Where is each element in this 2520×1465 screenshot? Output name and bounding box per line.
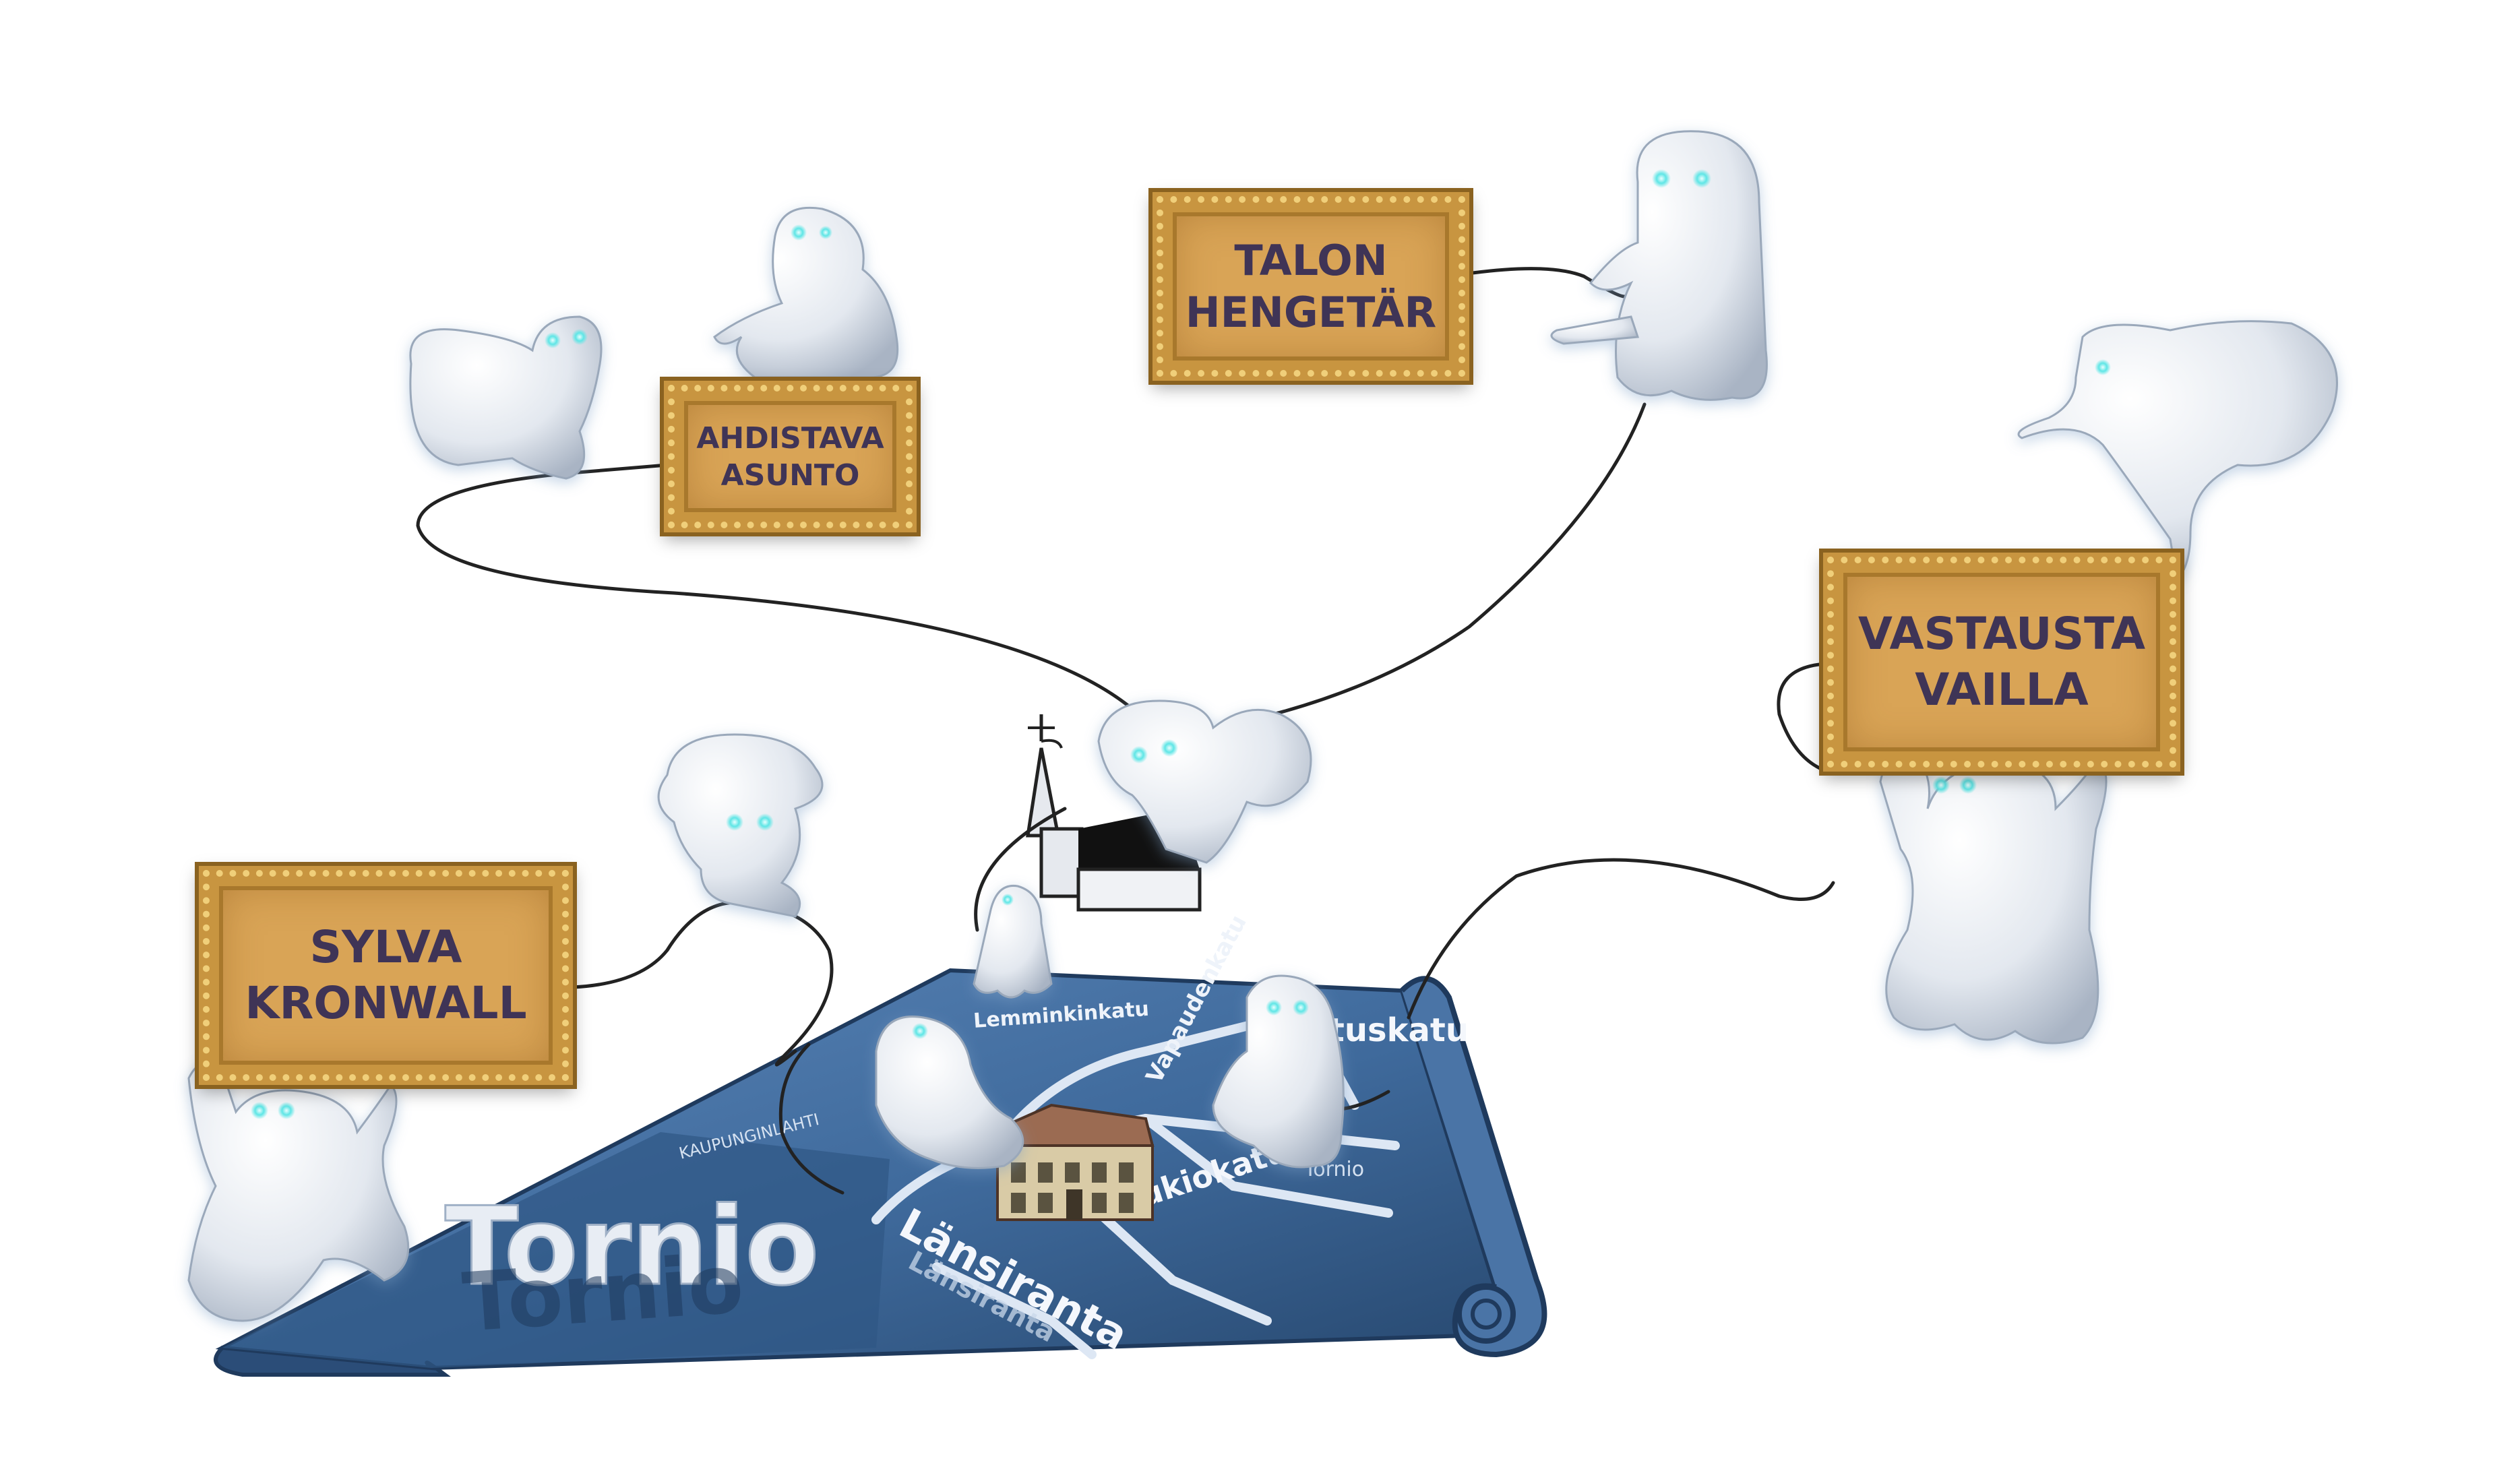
school-building [989, 1103, 1155, 1221]
ghost-eyes [251, 169, 2111, 1119]
eye-icon [278, 1102, 295, 1119]
string-ahdistava [416, 463, 1148, 723]
frame-label: VASTAUSTA VAILLA [1857, 608, 2146, 716]
eye-icon [1293, 999, 1309, 1016]
ghost-talon [1550, 130, 1768, 401]
frame-ahdistava-asunto[interactable]: AHDISTAVA ASUNTO [660, 377, 921, 536]
string-sylva [571, 900, 834, 1067]
eye-icon [912, 1023, 928, 1039]
city-name-reflection: Tornio [460, 1237, 746, 1350]
eye-icon [1266, 999, 1282, 1016]
string-vastausta-loop [1777, 662, 1828, 770]
string-church-to-talon-ghost [1258, 402, 1647, 720]
map-roll-spiral [1456, 1284, 1516, 1344]
ghost-ahdistava-crawling [409, 315, 603, 480]
ghost-ahdistava-sitting [713, 206, 899, 379]
eye-icon [791, 224, 807, 241]
eye-icon [1002, 894, 1014, 906]
eye-icon [1161, 739, 1178, 757]
ghost-map-right [1212, 974, 1345, 1168]
frame-label: TALON HENGETÄR [1185, 235, 1437, 338]
eye-icon [1652, 169, 1671, 188]
frame-vastausta-vailla[interactable]: VASTAUSTA VAILLA [1819, 549, 2184, 776]
frame-label: AHDISTAVA ASUNTO [696, 420, 884, 493]
frame-talon-hengetar[interactable]: TALON HENGETÄR [1148, 188, 1473, 385]
map-water [222, 1132, 890, 1368]
church-string-knot [1041, 739, 1063, 749]
ghost-church [1097, 699, 1312, 864]
string-sylva-to-map [778, 1042, 844, 1195]
eye-icon [726, 813, 743, 831]
ghost-small [973, 884, 1053, 999]
ghosts [187, 130, 2338, 1322]
string-church-to-small-ghost [974, 807, 1067, 932]
eye-icon [1130, 746, 1148, 763]
eye-icon [572, 329, 588, 345]
string-map-to-vastausta [1407, 858, 1835, 1020]
city-name: Tornio [445, 1183, 819, 1309]
eye-icon [251, 1102, 268, 1119]
ghost-sylva [187, 1061, 410, 1322]
eye-icon [2095, 359, 2111, 375]
eye-icon [819, 226, 832, 239]
ghost-map-left [875, 1016, 1024, 1169]
frame-sylva-kronwall[interactable]: SYLVA KRONWALL [195, 862, 577, 1089]
frame-label: SYLVA KRONWALL [245, 921, 527, 1029]
eye-icon [1692, 169, 1711, 188]
ghost-flying-right [2017, 320, 2338, 582]
eye-icon [1959, 776, 1977, 794]
eye-icon [545, 332, 561, 348]
string-talon [1471, 267, 1626, 299]
eye-icon [756, 813, 774, 831]
ghost-vastausta [1879, 752, 2108, 1045]
eye-icon [1932, 776, 1950, 794]
map-roll-spiral-inner [1471, 1299, 1502, 1330]
